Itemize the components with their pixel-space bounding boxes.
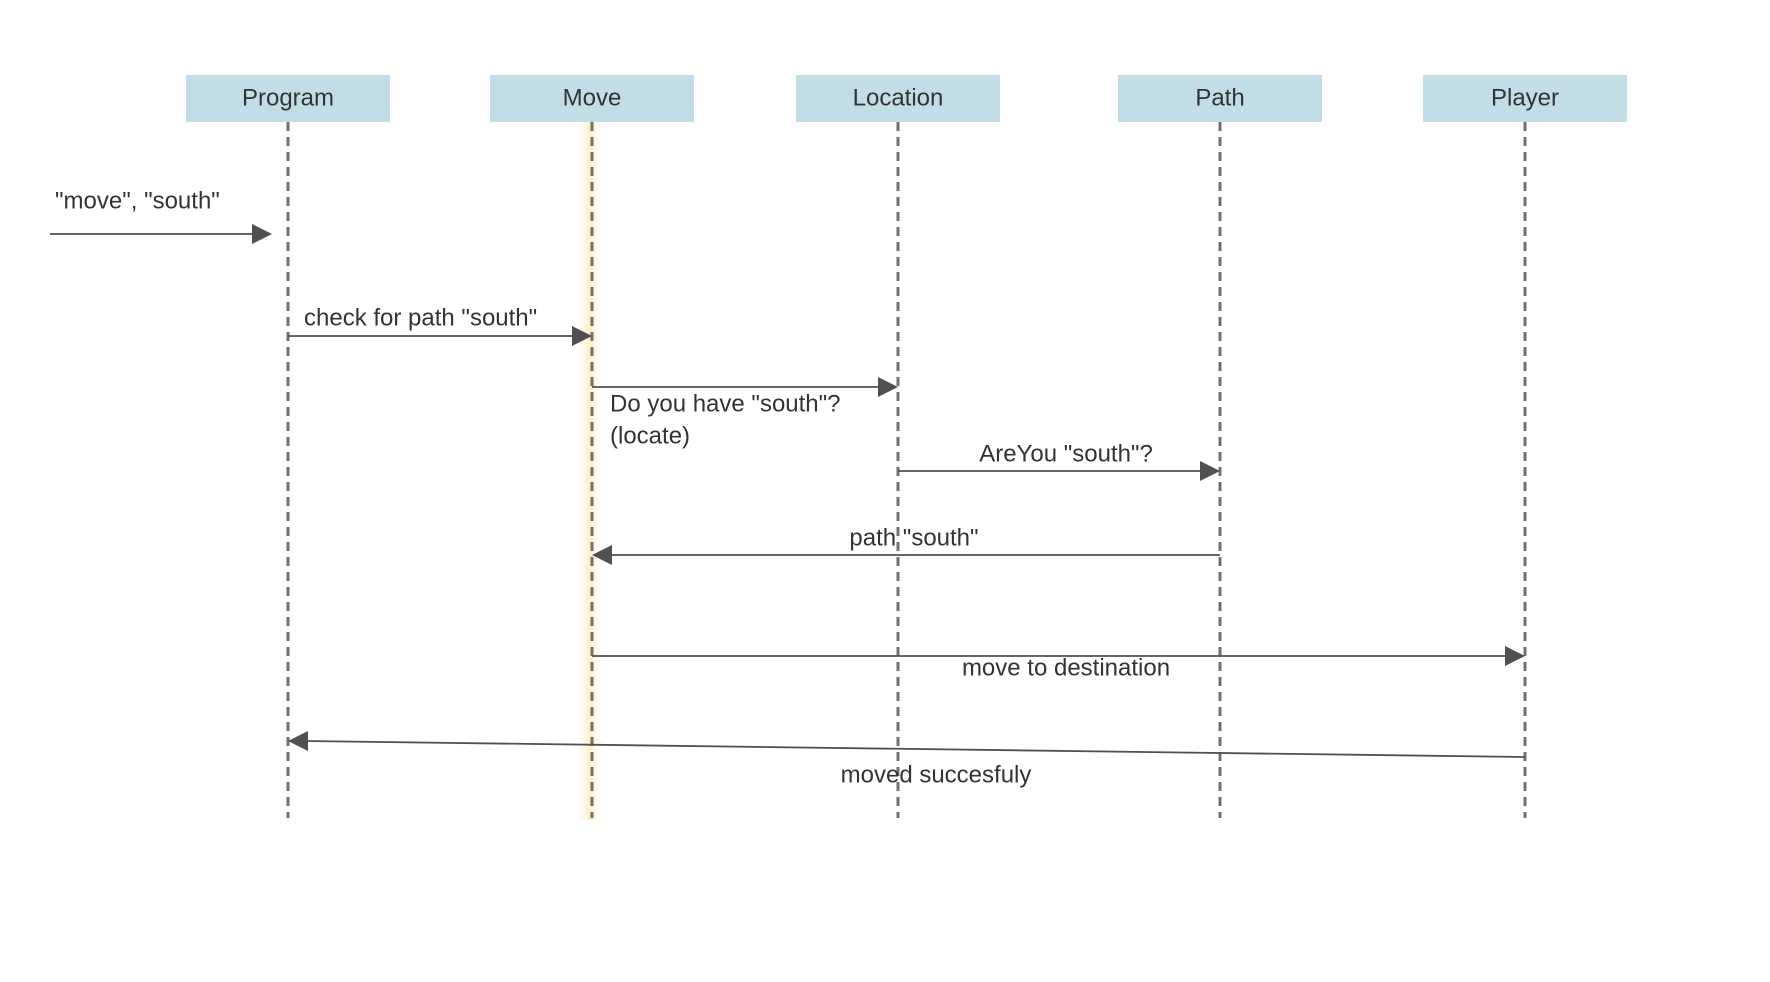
message-label: move to destination [962, 655, 1170, 682]
message-check-for-path: check for path "south" [288, 305, 592, 346]
participant-label: Player [1491, 85, 1559, 112]
message-label: moved succesfuly [841, 762, 1032, 789]
message-label: AreYou "south"? [979, 441, 1153, 468]
participant-label: Program [242, 85, 334, 112]
message-label: check for path "south" [304, 305, 537, 332]
participant-move: Move [490, 75, 694, 818]
arrowhead [288, 731, 308, 751]
message-moved-succesfuly: moved succesfuly [288, 731, 1526, 789]
message-move-to-destination: move to destination [592, 646, 1525, 682]
arrowhead [592, 545, 612, 565]
message-label: "move", "south" [55, 188, 220, 215]
arrowhead [1505, 646, 1525, 666]
arrowhead [1200, 461, 1220, 481]
participant-program: Program [186, 75, 390, 818]
participant-player: Player [1423, 75, 1627, 818]
participant-label: Location [853, 85, 944, 112]
participant-label: Path [1195, 85, 1244, 112]
message-areyou-south: AreYou "south"? [898, 441, 1220, 481]
participant-path: Path [1118, 75, 1322, 818]
arrowhead [878, 377, 898, 397]
active-lifeline-highlight [578, 120, 602, 820]
message-arrow [305, 740, 1526, 758]
message-do-you-have-south: Do you have "south"? (locate) [592, 377, 898, 450]
message-move-south: "move", "south" [50, 188, 272, 244]
arrowhead [572, 326, 592, 346]
message-label-line-2: (locate) [610, 423, 690, 450]
arrowhead [252, 224, 272, 244]
participant-label: Move [563, 85, 622, 112]
message-label: path "south" [849, 525, 978, 552]
message-label: Do you have "south"? [610, 391, 841, 418]
participant-location: Location [796, 75, 1000, 818]
message-path-south: path "south" [592, 525, 1220, 565]
